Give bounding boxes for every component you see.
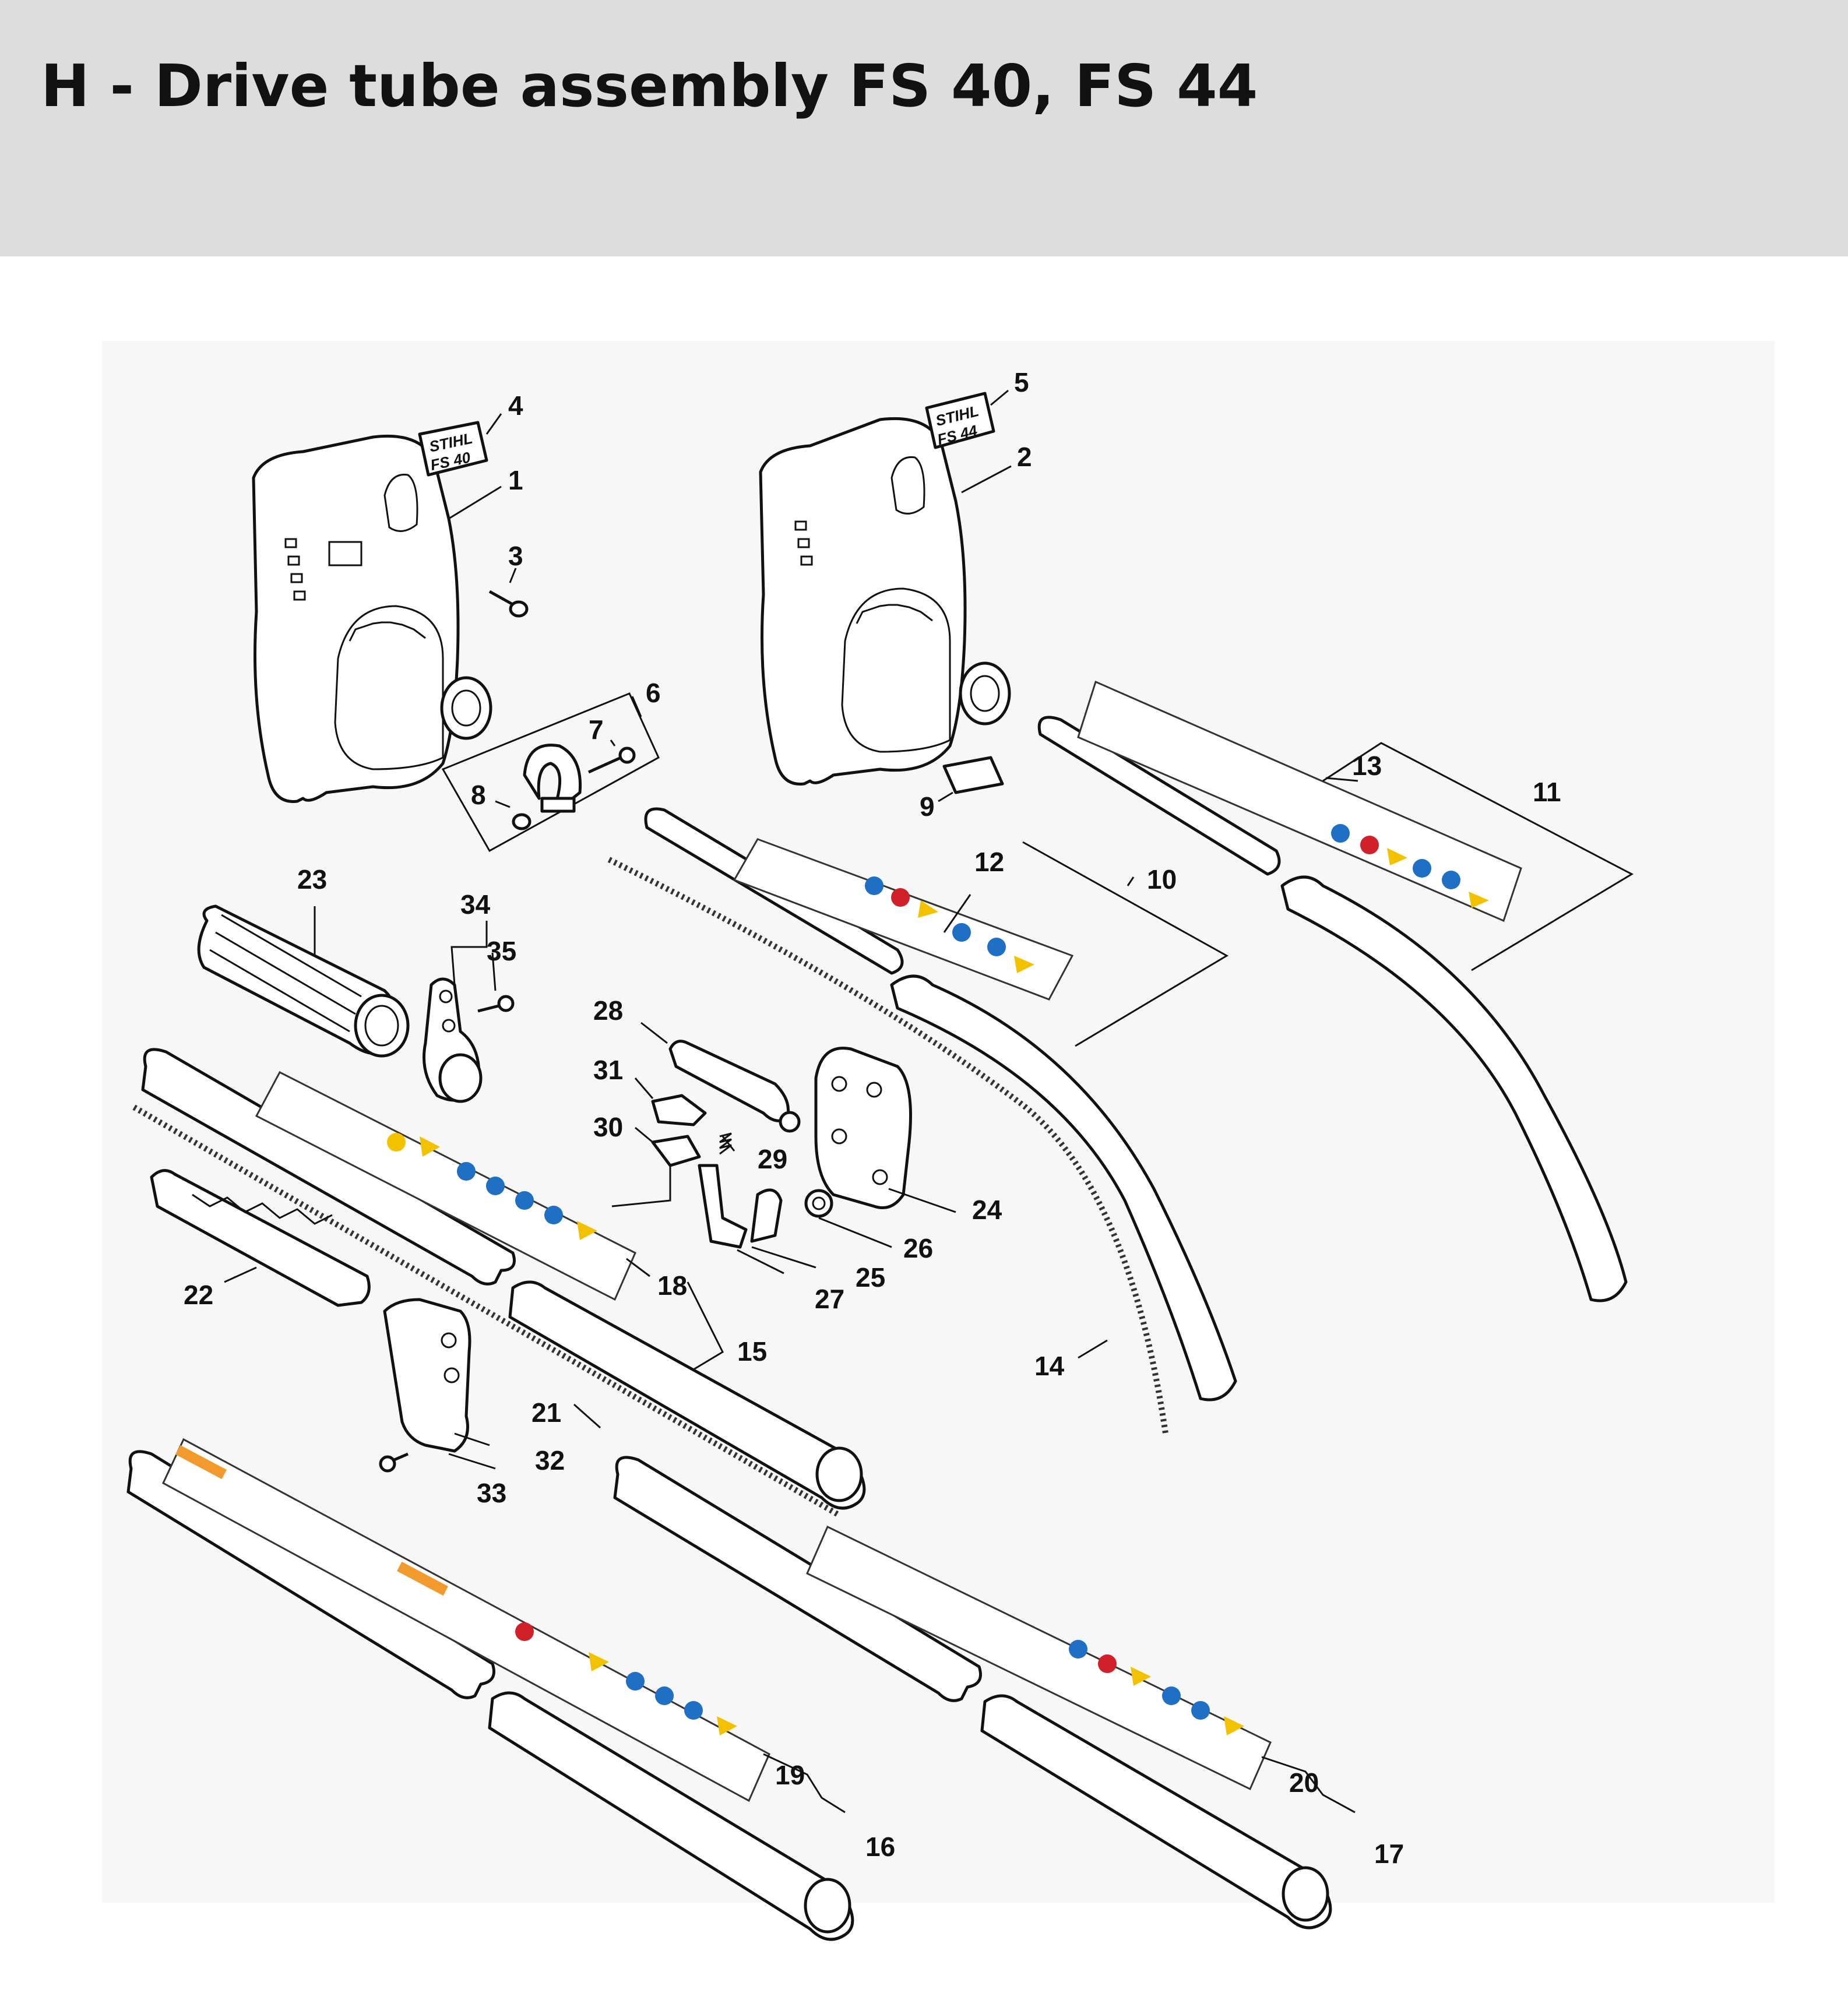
callout-26: 26 [903,1233,933,1263]
callout-28: 28 [593,995,623,1026]
part-16-straight-drive-tube [126,1438,854,1941]
callout-27: 27 [815,1284,844,1314]
part-21-drive-shaft [132,1104,841,1518]
callout-9: 9 [920,791,935,822]
part-19-warning-label [162,1438,770,1802]
page-header: H - Drive tube assembly FS 40, FS 44 [0,0,1848,256]
leader-lines [224,389,1634,1814]
part-14-flexible-shaft [607,857,1168,1434]
part-3-screw [488,590,529,618]
part-31-lock-lever [651,1094,707,1126]
callout-20: 20 [1289,1767,1319,1798]
callout-21: 21 [531,1397,561,1428]
callout-24: 24 [972,1195,1002,1225]
callout-12: 12 [974,847,1004,877]
part-29-spring [719,1132,732,1155]
callout-18: 18 [657,1270,687,1301]
part-10-curved-drive-tube [644,807,1237,1402]
callout-5: 5 [1014,367,1029,397]
callout-7: 7 [589,714,604,745]
part-26-torsion-spring [804,1189,833,1218]
callout-10: 10 [1147,864,1177,895]
callout-23: 23 [297,864,327,895]
callout-2: 2 [1017,442,1032,472]
callout-34: 34 [460,889,491,920]
part-13-warning-label [1077,680,1522,922]
callout-17: 17 [1374,1839,1404,1869]
part-4-model-plate-fs40: STIHL FS 40 [418,421,488,477]
part-18-warning-label [255,1071,636,1301]
callout-3: 3 [508,541,523,571]
callout-31: 31 [593,1055,623,1085]
part-32-mounting-bracket [379,1298,471,1473]
part-28-throttle-trigger [668,1040,801,1133]
part-12-warning-label [733,838,1074,1001]
callout-14: 14 [1034,1351,1065,1381]
part-1-engine-housing-fs40 [252,434,492,803]
part-2-engine-housing-fs44 [759,417,1011,786]
part-20-warning-label [806,1525,1272,1791]
part-34-loop-clamp [423,977,515,1103]
callout-1: 1 [508,465,523,495]
part-23-rubber-grip [197,904,410,1058]
part-11-curved-drive-tube [1037,680,1628,1302]
callout-13: 13 [1352,751,1382,781]
part-27-throttle-lever [698,1164,748,1249]
callout-6: 6 [646,678,661,708]
callout-8: 8 [471,780,486,810]
callout-4: 4 [508,390,523,421]
part-30-switch [611,1135,701,1207]
part-17-straight-drive-tube [613,1456,1332,1929]
part-6-clamp-kit [441,692,660,853]
part-15-straight-drive-tube [141,1048,866,1510]
part-22-shaft-liner [150,1169,371,1307]
part-24-throttle-housing [814,1047,912,1209]
callout-19: 19 [775,1760,805,1790]
callout-32: 32 [535,1445,565,1476]
callout-35: 35 [487,936,516,966]
part-25-lever [750,1188,783,1243]
callout-22: 22 [184,1280,213,1310]
callout-29: 29 [758,1144,787,1174]
part-9-square-nut [942,756,1004,794]
page-title: H - Drive tube assembly FS 40, FS 44 [41,52,1258,120]
callout-15: 15 [737,1336,767,1367]
callout-33: 33 [477,1478,506,1508]
callout-labels: 4 1 3 5 2 6 7 8 9 10 11 12 13 14 15 16 1… [184,367,1561,1869]
callout-30: 30 [593,1112,623,1142]
callout-25: 25 [856,1262,885,1293]
callout-11: 11 [1533,777,1561,807]
part-5-model-plate-fs44: STIHL FS 44 [925,392,995,449]
callout-16: 16 [865,1832,895,1862]
